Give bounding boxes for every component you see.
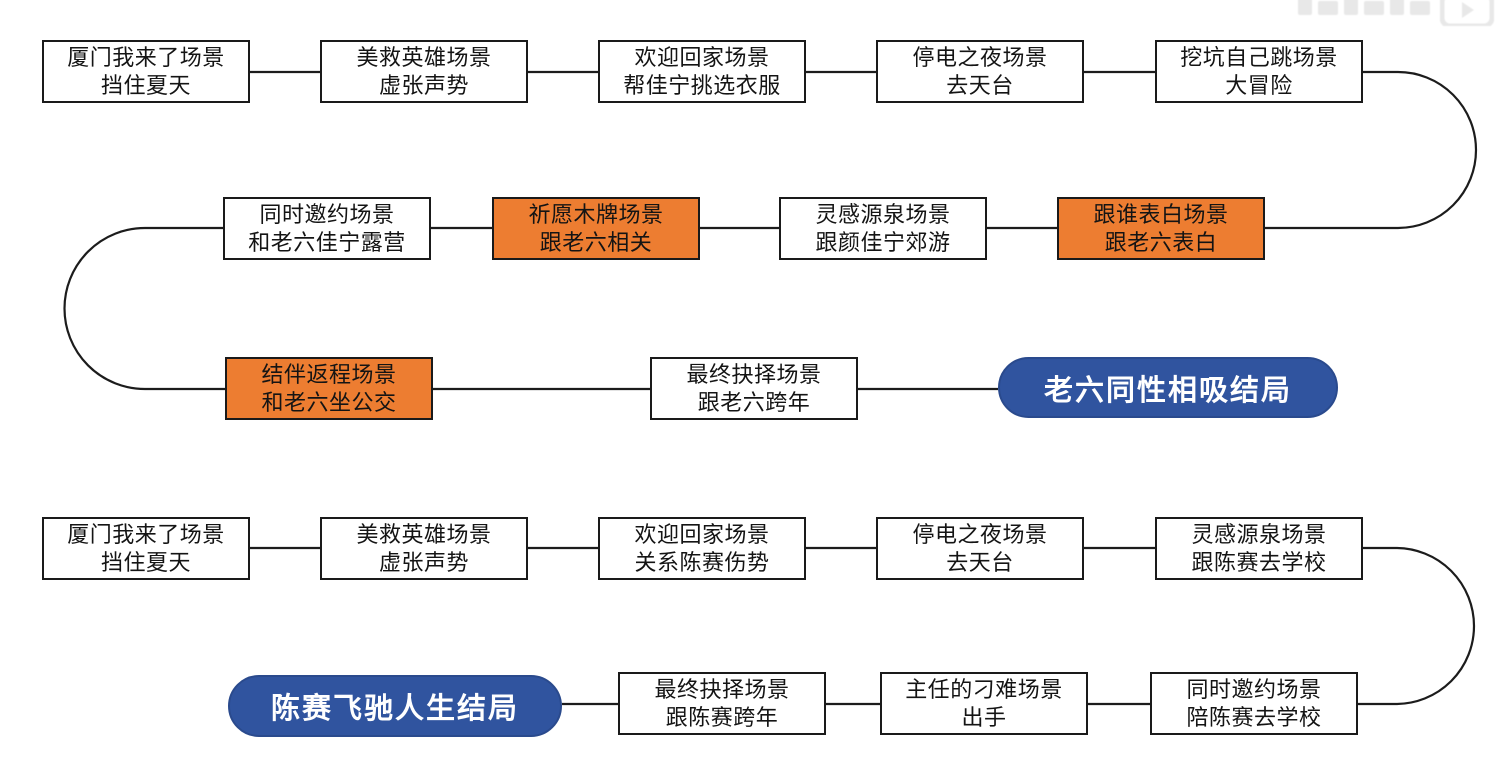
flow-node: 停电之夜场景 去天台 <box>876 40 1084 103</box>
flow-node: 欢迎回家场景 帮佳宁挑选衣服 <box>598 40 806 103</box>
scene-name: 美救英雄场景 <box>356 44 492 70</box>
flow-node-highlighted: 结伴返程场景 和老六坐公交 <box>225 357 433 420</box>
flow-node: 最终抉择场景 跟老六跨年 <box>650 357 858 420</box>
scene-name: 厦门我来了场景 <box>67 521 225 547</box>
scene-choice: 关系陈赛伤势 <box>634 549 770 575</box>
flow-node: 灵感源泉场景 跟陈赛去学校 <box>1155 517 1363 580</box>
flow-node: 厦门我来了场景 挡住夏天 <box>42 40 250 103</box>
scene-choice: 跟老六跨年 <box>697 389 811 415</box>
scene-choice: 去天台 <box>946 549 1014 575</box>
flow-node: 停电之夜场景 去天台 <box>876 517 1084 580</box>
flow-node: 美救英雄场景 虚张声势 <box>320 517 528 580</box>
scene-choice: 跟老六相关 <box>539 229 653 255</box>
scene-choice: 挡住夏天 <box>100 549 191 575</box>
scene-choice: 和老六坐公交 <box>261 389 397 415</box>
flow-node: 主任的刁难场景 出手 <box>880 672 1088 735</box>
scene-name: 主任的刁难场景 <box>905 676 1063 702</box>
scene-name: 跟谁表白场景 <box>1093 201 1229 227</box>
scene-name: 灵感源泉场景 <box>1191 521 1327 547</box>
scene-name: 停电之夜场景 <box>912 521 1048 547</box>
scene-name: 祈愿木牌场景 <box>528 201 664 227</box>
scene-choice: 大冒险 <box>1225 72 1293 98</box>
scene-name: 停电之夜场景 <box>912 44 1048 70</box>
scene-name: 厦门我来了场景 <box>67 44 225 70</box>
scene-name: 灵感源泉场景 <box>815 201 951 227</box>
scene-name: 结伴返程场景 <box>261 361 397 387</box>
flow-node: 同时邀约场景 和老六佳宁露营 <box>223 197 431 260</box>
flow-node: 欢迎回家场景 关系陈赛伤势 <box>598 517 806 580</box>
scene-choice: 和老六佳宁露营 <box>248 229 406 255</box>
flow-node-highlighted: 跟谁表白场景 跟老六表白 <box>1057 197 1265 260</box>
scene-name: 美救英雄场景 <box>356 521 492 547</box>
scene-choice: 去天台 <box>946 72 1014 98</box>
scene-choice: 帮佳宁挑选衣服 <box>623 72 781 98</box>
scene-choice: 挡住夏天 <box>100 72 191 98</box>
scene-name: 欢迎回家场景 <box>634 44 770 70</box>
flow-node-highlighted: 祈愿木牌场景 跟老六相关 <box>492 197 700 260</box>
flow-node: 最终抉择场景 跟陈赛跨年 <box>618 672 826 735</box>
scene-choice: 虚张声势 <box>378 549 469 575</box>
scene-choice: 虚张声势 <box>378 72 469 98</box>
scene-choice: 跟老六表白 <box>1104 229 1218 255</box>
ending-badge-laoliu: 老六同性相吸结局 <box>998 357 1338 418</box>
ending-badge-chensai: 陈赛飞驰人生结局 <box>228 675 562 737</box>
flow-node: 挖坑自己跳场景 大冒险 <box>1155 40 1363 103</box>
flow-node: 美救英雄场景 虚张声势 <box>320 40 528 103</box>
scene-name: 最终抉择场景 <box>686 361 822 387</box>
scene-choice: 跟陈赛去学校 <box>1191 549 1327 575</box>
scene-choice: 陪陈赛去学校 <box>1186 704 1322 730</box>
scene-choice: 出手 <box>961 704 1007 730</box>
flow-node: 厦门我来了场景 挡住夏天 <box>42 517 250 580</box>
scene-name: 最终抉择场景 <box>654 676 790 702</box>
scene-name: 同时邀约场景 <box>259 201 395 227</box>
scene-name: 挖坑自己跳场景 <box>1180 44 1338 70</box>
scene-choice: 跟陈赛跨年 <box>665 704 779 730</box>
flow-node: 同时邀约场景 陪陈赛去学校 <box>1150 672 1358 735</box>
flow-node: 灵感源泉场景 跟颜佳宁郊游 <box>779 197 987 260</box>
scene-choice: 跟颜佳宁郊游 <box>815 229 951 255</box>
scene-name: 同时邀约场景 <box>1186 676 1322 702</box>
scene-name: 欢迎回家场景 <box>634 521 770 547</box>
